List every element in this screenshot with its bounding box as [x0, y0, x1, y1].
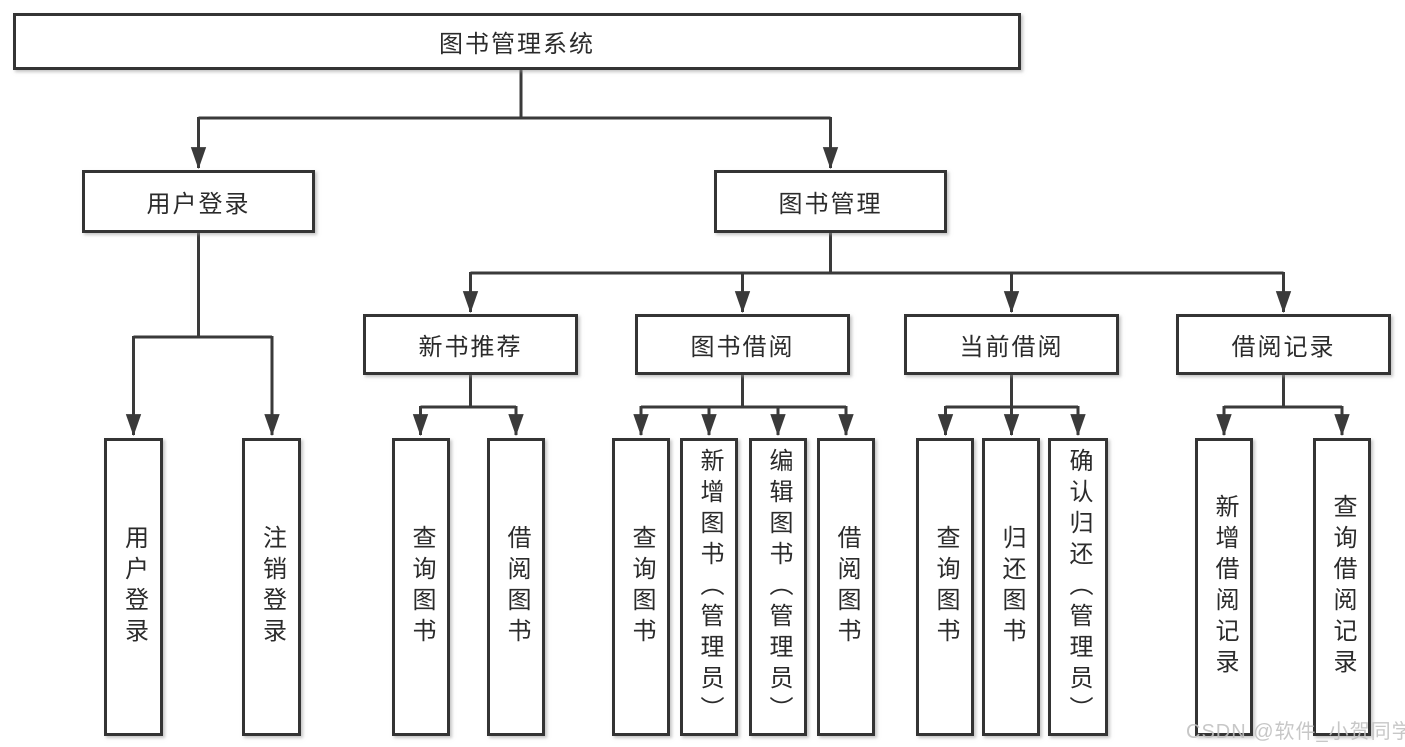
node-root: 图书管理系统 [13, 13, 1021, 70]
leaf-user-login: 用户登录 [104, 438, 163, 736]
watermark: CSDN @软件_小贺同学 [1186, 721, 1405, 743]
leaf-add-borrow-record: 新增借阅记录 [1195, 438, 1253, 736]
connector-currentborrow-to-leaves [945, 375, 1078, 409]
node-borrow-records: 借阅记录 [1176, 314, 1391, 375]
leaf-add-book-admin: 新增图书（管理员） [680, 438, 738, 736]
leaf-query-borrow-record: 查询借阅记录 [1313, 438, 1371, 736]
node-new-book-recommend: 新书推荐 [363, 314, 578, 375]
leaf-logout: 注销登录 [242, 438, 301, 736]
node-user-login: 用户登录 [82, 170, 315, 233]
leaf-confirm-return-admin: 确认归还（管理员） [1048, 438, 1108, 736]
connector-userlogin-to-leaves [133, 233, 272, 339]
connector-root-to-level1 [198, 70, 831, 120]
leaf-return-book: 归还图书 [982, 438, 1040, 736]
leaf-query-books-1: 查询图书 [392, 438, 450, 736]
node-book-borrow: 图书借阅 [635, 314, 850, 375]
leaf-borrow-books-2: 借阅图书 [817, 438, 875, 736]
connector-recommend-to-leaves [420, 375, 516, 409]
node-current-borrow: 当前借阅 [904, 314, 1119, 375]
leaf-query-books-3: 查询图书 [916, 438, 974, 736]
leaf-borrow-books-1: 借阅图书 [487, 438, 545, 736]
connector-bookmgmt-to-level2 [470, 233, 1284, 275]
connector-bookborrow-to-leaves [641, 375, 846, 409]
node-book-management: 图书管理 [714, 170, 947, 233]
connector-records-to-leaves [1224, 375, 1342, 409]
leaf-query-books-2: 查询图书 [612, 438, 670, 736]
leaf-edit-book-admin: 编辑图书（管理员） [749, 438, 807, 736]
